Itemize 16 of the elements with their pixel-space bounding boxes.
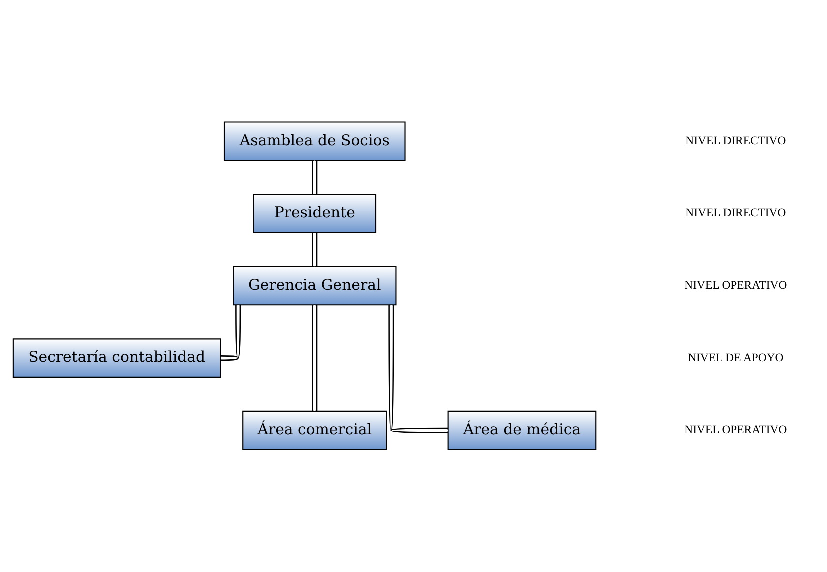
connector (388, 305, 448, 434)
label: NIVEL DIRECTIVO (686, 206, 786, 220)
connector (312, 233, 318, 267)
label: NIVEL DIRECTIVO (686, 134, 786, 148)
node-box: Área comercial (242, 410, 388, 450)
connector (312, 305, 318, 412)
node-box: Gerencia General (233, 266, 397, 306)
node-box: Secretaría contabilidad (12, 338, 222, 378)
connector (312, 160, 318, 194)
label: NIVEL DE APOYO (688, 351, 784, 364)
connector (220, 305, 242, 362)
node-box: Asamblea de Socios (224, 122, 406, 162)
node-box: Área de médica (448, 410, 597, 450)
node-box: Presidente (253, 194, 377, 234)
label: NIVEL OPERATIVO (684, 278, 788, 292)
label: NIVEL OPERATIVO (684, 424, 788, 437)
